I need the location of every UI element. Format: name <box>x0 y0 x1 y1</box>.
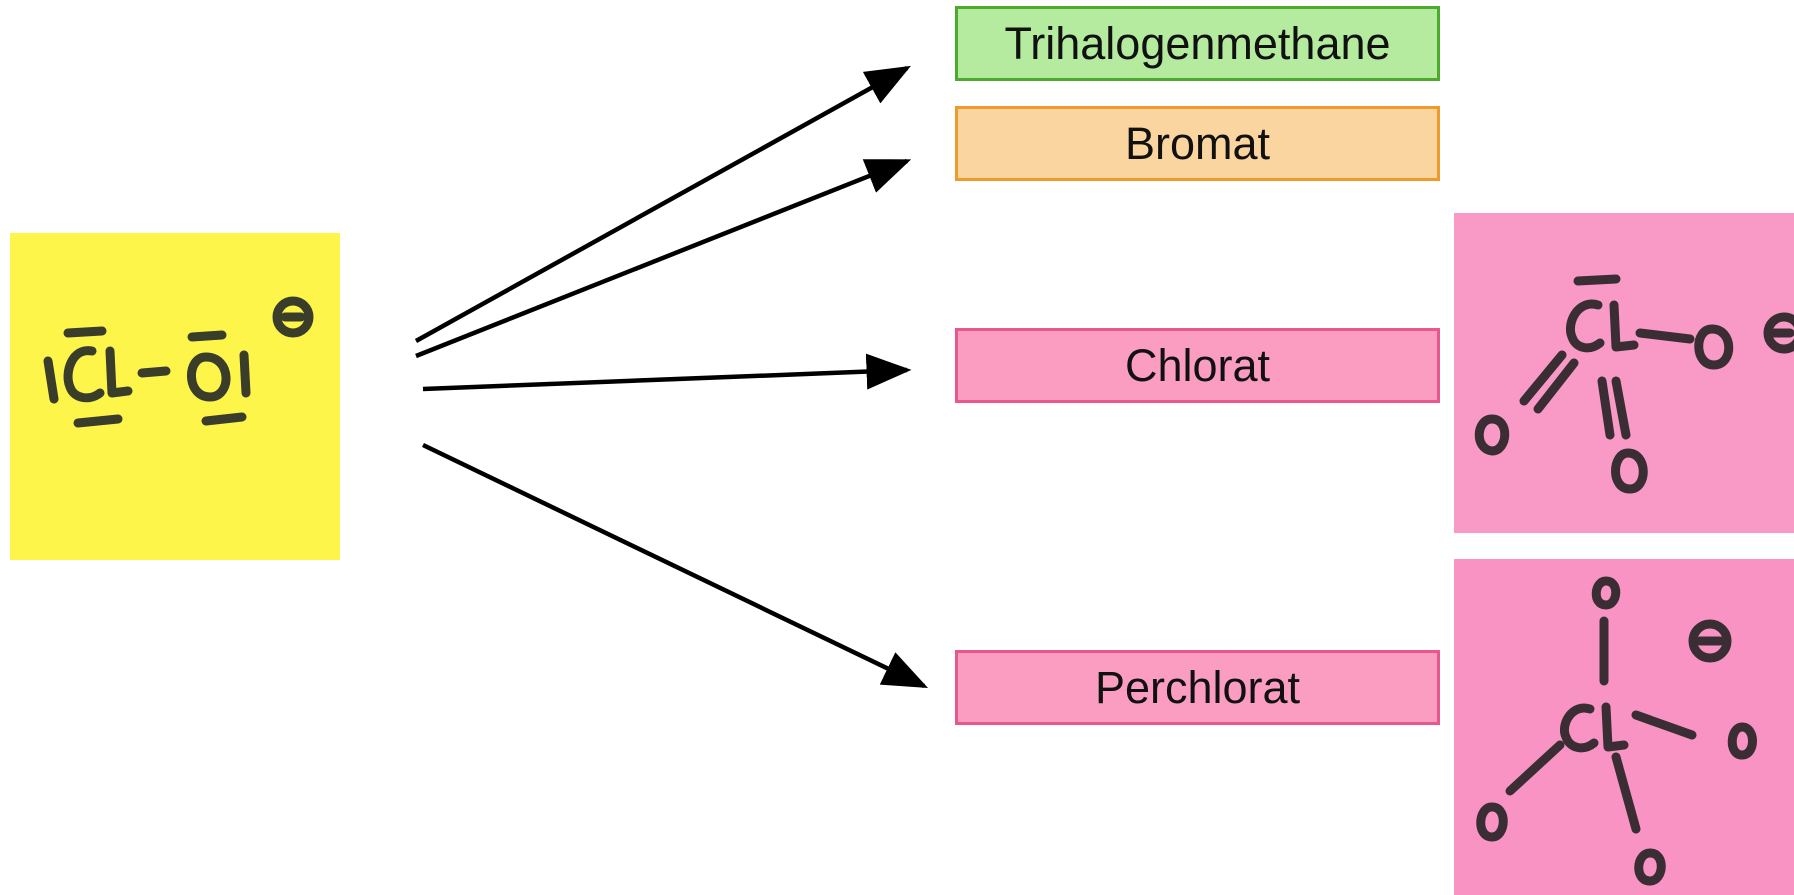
sticky-note-chlorat <box>1454 213 1794 533</box>
box-bromat: Bromat <box>955 106 1440 181</box>
sticky-note-perchlorat <box>1454 559 1794 895</box>
box-chlorat-label: Chlorat <box>1124 339 1271 391</box>
box-chlorat: Chlorat <box>955 328 1440 403</box>
arrow-to-trihalogenmethane <box>414 65 911 343</box>
arrow-to-bromat <box>415 158 912 359</box>
arrow-to-perchlorat <box>422 442 929 689</box>
box-perchlorat: Perchlorat <box>955 650 1440 725</box>
chlorat-structure-drawing <box>1474 274 1794 494</box>
box-perchlorat-label: Perchlorat <box>1094 661 1301 713</box>
arrow-to-chlorat <box>422 353 912 392</box>
box-trihalogenmethane-label: Trihalogenmethane <box>1004 17 1391 69</box>
box-trihalogenmethane: Trihalogenmethane <box>955 6 1440 81</box>
box-bromat-label: Bromat <box>1124 117 1271 169</box>
sticky-note-hypochlorite <box>10 233 340 560</box>
perchlorat-structure-drawing <box>1476 576 1757 886</box>
hypochlorite-structure-drawing <box>43 296 314 428</box>
